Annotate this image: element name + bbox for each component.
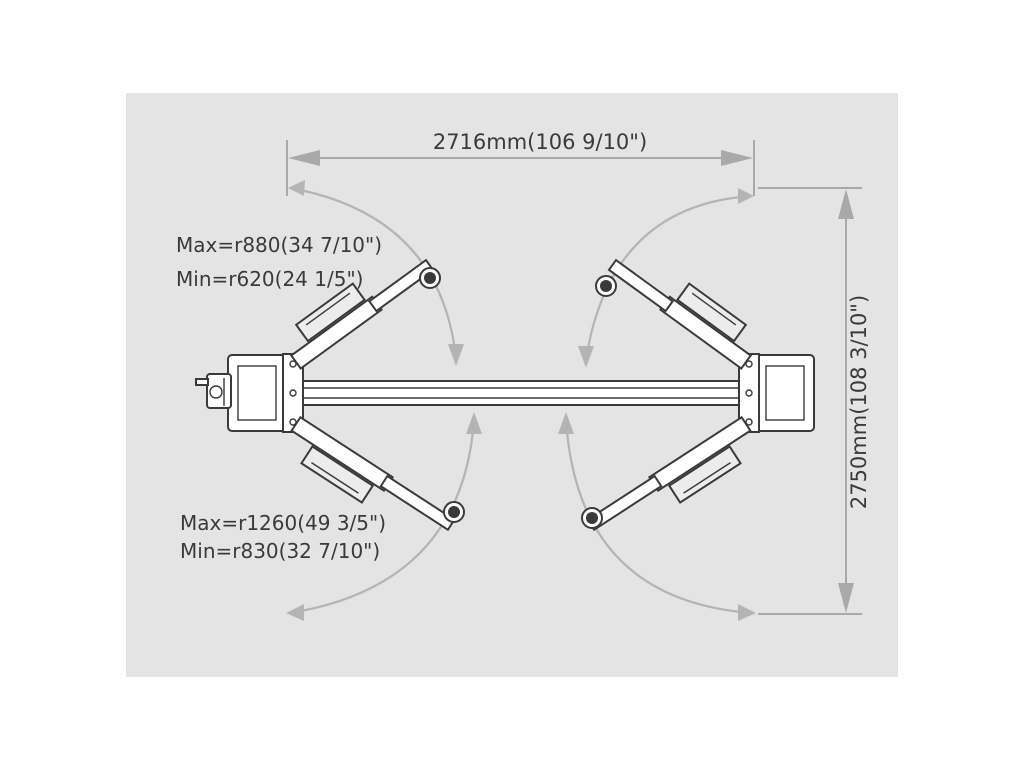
left-post xyxy=(195,353,304,433)
width-label: 2716mm(106 9/10") xyxy=(433,130,647,154)
long-arm-labels: Max=r1260(49 3/5") Min=r830(32 7/10") xyxy=(180,511,386,563)
cross-beam xyxy=(299,380,743,406)
arm-top-right xyxy=(595,258,753,370)
arm-bottom-right xyxy=(581,415,752,532)
swing-arcs xyxy=(286,180,756,621)
height-dimension: 2750mm(108 3/10") xyxy=(758,187,871,615)
short-arm-max-label: Max=r880(34 7/10") xyxy=(176,233,382,257)
right-post xyxy=(738,353,815,433)
arm-bottom-left xyxy=(290,415,465,532)
long-arm-max-label: Max=r1260(49 3/5") xyxy=(180,511,386,535)
arm-top-left xyxy=(289,258,441,370)
height-label: 2750mm(108 3/10") xyxy=(847,295,871,509)
long-arm-min-label: Min=r830(32 7/10") xyxy=(180,539,380,563)
width-dimension: 2716mm(106 9/10") xyxy=(286,130,755,196)
short-arm-min-label: Min=r620(24 1/5") xyxy=(176,267,363,291)
short-arm-labels: Max=r880(34 7/10") Min=r620(24 1/5") xyxy=(176,233,382,291)
